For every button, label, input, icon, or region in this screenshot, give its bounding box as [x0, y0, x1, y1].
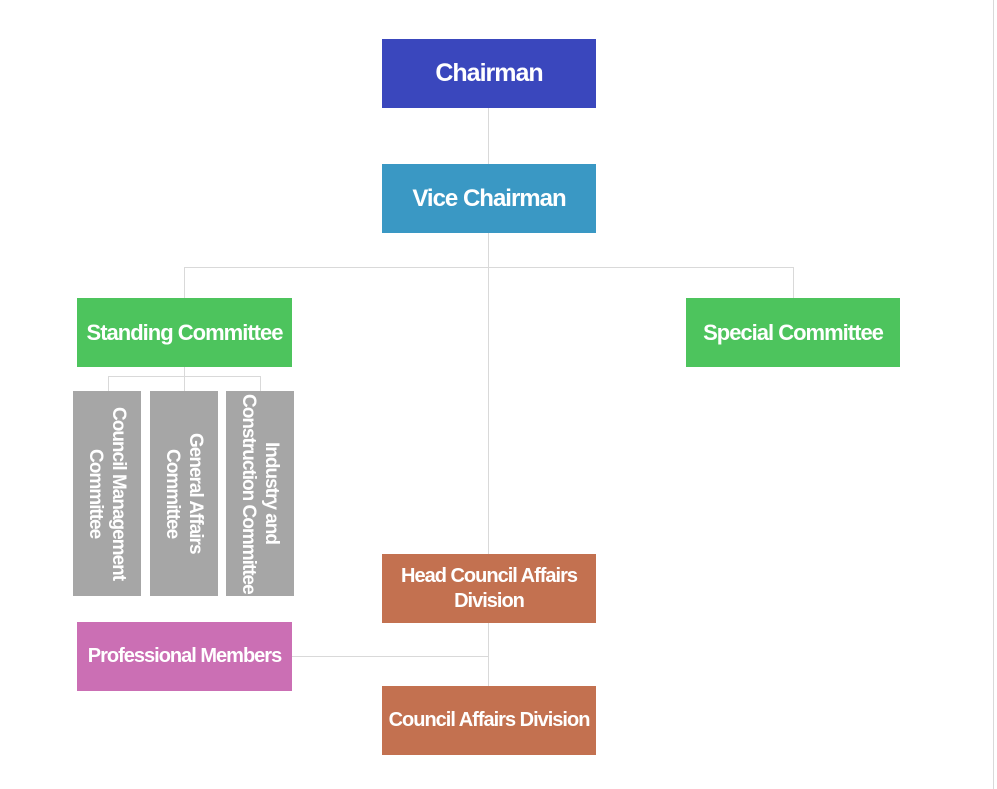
vice-chairman-label: Vice Chairman	[412, 184, 566, 212]
sub-committee-box: General Affairs Committee	[150, 391, 218, 596]
sub-committee-label: General Affairs Committee	[162, 433, 206, 554]
sub-committee-label: Industry and Construction Committee	[238, 393, 282, 594]
right-border-line	[993, 0, 994, 789]
professional-members-label: Professional Members	[87, 645, 282, 667]
vice-chairman-box: Vice Chairman	[382, 164, 596, 233]
council-affairs-division-label: Council Affairs Division	[388, 709, 591, 731]
professional-members-box: Professional Members	[77, 622, 292, 691]
sub-committee-label: Council Management Committee	[85, 406, 129, 581]
special-committee-box: Special Committee	[686, 298, 900, 367]
sub-committee-box: Industry and Construction Committee	[226, 391, 294, 596]
head-council-affairs-division-label: Head Council Affairs Division	[401, 564, 578, 612]
special-committee-label: Special Committee	[703, 319, 884, 345]
standing-committee-box: Standing Committee	[77, 298, 292, 367]
standing-committee-label: Standing Committee	[86, 319, 284, 345]
head-council-affairs-division-box: Head Council Affairs Division	[382, 554, 596, 623]
chairman-label: Chairman	[435, 59, 543, 87]
sub-committee-box: Council Management Committee	[73, 391, 141, 596]
chairman-box: Chairman	[382, 39, 596, 108]
council-affairs-division-box: Council Affairs Division	[382, 686, 596, 755]
